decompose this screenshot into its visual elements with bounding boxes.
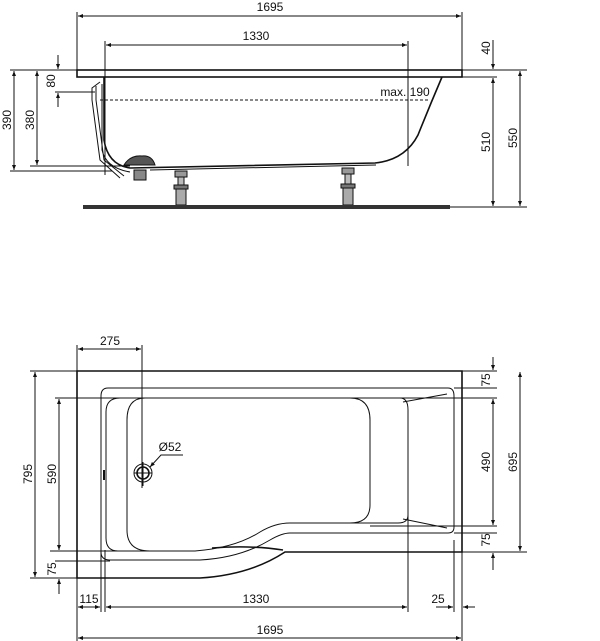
extension-lines-h — [10, 69, 527, 208]
floor — [83, 205, 450, 209]
drain-leader — [149, 454, 183, 468]
dim-inner-length: 1330 — [243, 29, 270, 43]
water-level-label: max. 190 — [380, 85, 430, 99]
dim-depth-510: 510 — [479, 132, 493, 152]
adjustable-foot — [173, 170, 189, 206]
dim-rim-75-top: 75 — [479, 373, 493, 387]
dim-overflow-80: 80 — [44, 74, 58, 88]
dim-overall-length: 1695 — [257, 0, 284, 14]
dim-overall-length-plan: 1695 — [257, 623, 284, 637]
screen-hinge — [103, 470, 105, 480]
shower-screen-edge — [211, 546, 284, 551]
tub-body — [103, 76, 443, 169]
dim-inner-width-590: 590 — [45, 464, 59, 484]
side-view: max. 190 1695 1330 390 380 80 — [0, 0, 527, 209]
basin-outline — [105, 397, 409, 552]
dim-right-rim-25: 25 — [431, 592, 445, 606]
tub-outer-outline — [76, 370, 463, 579]
waste-overflow-pipe — [91, 81, 131, 179]
extension-lines-v — [76, 345, 463, 641]
extension-lines-h — [30, 370, 527, 579]
drain-fitting — [123, 155, 156, 166]
dim-height-550: 550 — [506, 128, 520, 148]
plan-view: Ø52 275 795 590 75 75 490 75 695 115 133… — [21, 334, 527, 641]
dim-height-390: 390 — [0, 110, 14, 130]
tub-rim — [76, 69, 463, 78]
dim-width-695: 695 — [506, 452, 520, 472]
dim-drain-offset: 275 — [100, 334, 120, 348]
adjustable-foot — [340, 167, 356, 206]
dim-inner-length-plan: 1330 — [243, 592, 270, 606]
drain-icon — [133, 462, 153, 486]
dim-left-rim-115: 115 — [79, 592, 98, 606]
dim-inner-width-490: 490 — [479, 452, 493, 472]
headrest-lines — [402, 393, 448, 529]
rim-inner-outline — [100, 387, 455, 561]
dim-height-380: 380 — [23, 110, 37, 130]
dim-rim-40: 40 — [479, 41, 493, 55]
extension-lines — [76, 12, 463, 175]
dim-drain-diameter: Ø52 — [159, 440, 182, 454]
trap-icon — [133, 169, 147, 181]
tub-base — [149, 164, 377, 171]
dim-rim-75-right: 75 — [479, 533, 493, 547]
dim-rim-75-left: 75 — [45, 562, 59, 576]
dim-overall-width: 795 — [21, 464, 35, 484]
basin-floor-outline — [126, 397, 371, 552]
